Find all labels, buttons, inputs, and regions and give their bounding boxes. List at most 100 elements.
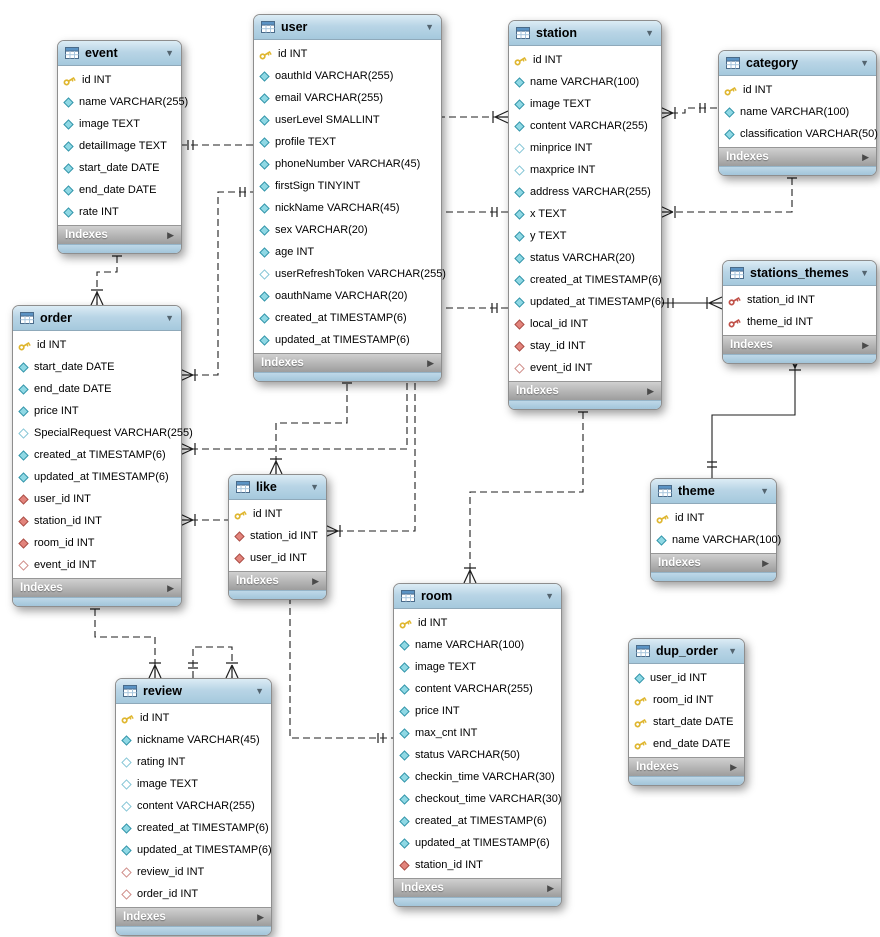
column-row-user-5[interactable]: phoneNumber VARCHAR(45)	[254, 153, 441, 175]
column-row-event-1[interactable]: name VARCHAR(255)	[58, 91, 188, 113]
column-row-theme-1[interactable]: name VARCHAR(100)	[651, 529, 781, 551]
column-row-review-6[interactable]: updated_at TIMESTAMP(6)	[116, 839, 272, 861]
collapse-arrow-icon[interactable]: ▼	[860, 57, 869, 68]
column-row-order-3[interactable]: price INT	[13, 400, 181, 422]
collapse-arrow-icon[interactable]: ▼	[165, 47, 174, 58]
column-row-review-8[interactable]: order_id INT	[116, 883, 271, 905]
indexes-footer-user[interactable]: Indexes▶	[254, 353, 441, 372]
collapse-arrow-icon[interactable]: ▼	[728, 645, 737, 656]
indexes-footer-stations_themes[interactable]: Indexes▶	[723, 335, 876, 354]
indexes-footer-dup_order[interactable]: Indexes▶	[629, 757, 744, 776]
column-row-user-8[interactable]: sex VARCHAR(20)	[254, 219, 441, 241]
column-row-user-1[interactable]: oauthId VARCHAR(255)	[254, 65, 441, 87]
column-row-station-12[interactable]: local_id INT	[509, 313, 661, 335]
column-row-event-2[interactable]: image TEXT	[58, 113, 181, 135]
column-row-station-8[interactable]: y TEXT	[509, 225, 661, 247]
column-row-room-2[interactable]: image TEXT	[394, 656, 561, 678]
column-row-user-2[interactable]: email VARCHAR(255)	[254, 87, 441, 109]
table-header-like[interactable]: like▼	[229, 475, 326, 500]
column-row-review-5[interactable]: created_at TIMESTAMP(6)	[116, 817, 271, 839]
column-row-user-11[interactable]: oauthName VARCHAR(20)	[254, 285, 441, 307]
column-row-review-3[interactable]: image TEXT	[116, 773, 271, 795]
collapse-arrow-icon[interactable]: ▼	[860, 267, 869, 278]
column-row-user-13[interactable]: updated_at TIMESTAMP(6)	[254, 329, 441, 351]
column-row-event-3[interactable]: detailImage TEXT	[58, 135, 181, 157]
table-header-theme[interactable]: theme▼	[651, 479, 776, 504]
expand-arrow-icon[interactable]: ▶	[762, 557, 769, 568]
column-row-order-2[interactable]: end_date DATE	[13, 378, 181, 400]
indexes-footer-room[interactable]: Indexes▶	[394, 878, 561, 897]
table-header-dup_order[interactable]: dup_order▼	[629, 639, 744, 664]
column-row-user-7[interactable]: nickName VARCHAR(45)	[254, 197, 441, 219]
collapse-arrow-icon[interactable]: ▼	[425, 21, 434, 32]
column-row-order-5[interactable]: created_at TIMESTAMP(6)	[13, 444, 181, 466]
expand-arrow-icon[interactable]: ▶	[862, 151, 869, 162]
column-row-user-10[interactable]: userRefreshToken VARCHAR(255)	[254, 263, 446, 285]
collapse-arrow-icon[interactable]: ▼	[165, 312, 174, 323]
rel-order-user[interactable]	[180, 191, 253, 376]
column-row-room-10[interactable]: updated_at TIMESTAMP(6)	[394, 832, 561, 854]
column-row-room-8[interactable]: checkout_time VARCHAR(30)	[394, 788, 562, 810]
rel-room-station[interactable]	[469, 401, 584, 583]
column-row-stations_themes-0[interactable]: station_id INT	[723, 289, 876, 311]
table-header-review[interactable]: review▼	[116, 679, 271, 704]
column-row-dup_order-0[interactable]: user_id INT	[629, 667, 744, 689]
indexes-footer-order[interactable]: Indexes▶	[13, 578, 181, 597]
column-row-review-4[interactable]: content VARCHAR(255)	[116, 795, 271, 817]
rel-stations-themes-theme[interactable]	[711, 355, 796, 478]
indexes-footer-theme[interactable]: Indexes▶	[651, 553, 776, 572]
column-row-station-6[interactable]: address VARCHAR(255)	[509, 181, 661, 203]
column-row-station-13[interactable]: stay_id INT	[509, 335, 661, 357]
column-row-order-8[interactable]: station_id INT	[13, 510, 181, 532]
collapse-arrow-icon[interactable]: ▼	[545, 590, 554, 601]
expand-arrow-icon[interactable]: ▶	[167, 582, 174, 593]
column-row-user-4[interactable]: profile TEXT	[254, 131, 441, 153]
column-row-room-6[interactable]: status VARCHAR(50)	[394, 744, 561, 766]
rel-order-event[interactable]	[96, 245, 118, 305]
column-row-like-0[interactable]: id INT	[229, 503, 326, 525]
column-row-category-1[interactable]: name VARCHAR(100)	[719, 101, 876, 123]
column-row-room-1[interactable]: name VARCHAR(100)	[394, 634, 561, 656]
column-row-event-0[interactable]: id INT	[58, 69, 181, 91]
expand-arrow-icon[interactable]: ▶	[647, 385, 654, 396]
column-row-user-12[interactable]: created_at TIMESTAMP(6)	[254, 307, 441, 329]
indexes-footer-station[interactable]: Indexes▶	[509, 381, 661, 400]
column-row-room-9[interactable]: created_at TIMESTAMP(6)	[394, 810, 561, 832]
collapse-arrow-icon[interactable]: ▼	[760, 485, 769, 496]
column-row-stations_themes-1[interactable]: theme_id INT	[723, 311, 876, 333]
expand-arrow-icon[interactable]: ▶	[427, 357, 434, 368]
table-header-order[interactable]: order▼	[13, 306, 181, 331]
column-row-station-11[interactable]: updated_at TIMESTAMP(6)	[509, 291, 665, 313]
indexes-footer-event[interactable]: Indexes▶	[58, 225, 181, 244]
column-row-event-6[interactable]: rate INT	[58, 201, 181, 223]
rel-station-category-2[interactable]	[660, 167, 793, 213]
column-row-dup_order-3[interactable]: end_date DATE	[629, 733, 744, 755]
collapse-arrow-icon[interactable]: ▼	[645, 27, 654, 38]
collapse-arrow-icon[interactable]: ▼	[310, 481, 319, 492]
table-header-event[interactable]: event▼	[58, 41, 181, 66]
column-row-category-2[interactable]: classification VARCHAR(50)	[719, 123, 878, 145]
column-row-station-0[interactable]: id INT	[509, 49, 661, 71]
column-row-room-7[interactable]: checkin_time VARCHAR(30)	[394, 766, 561, 788]
expand-arrow-icon[interactable]: ▶	[547, 882, 554, 893]
column-row-room-4[interactable]: price INT	[394, 700, 561, 722]
collapse-arrow-icon[interactable]: ▼	[255, 685, 264, 696]
column-row-category-0[interactable]: id INT	[719, 79, 876, 101]
column-row-order-1[interactable]: start_date DATE	[13, 356, 181, 378]
column-row-review-1[interactable]: nickname VARCHAR(45)	[116, 729, 271, 751]
column-row-station-4[interactable]: minprice INT	[509, 137, 661, 159]
column-row-order-7[interactable]: user_id INT	[13, 488, 181, 510]
column-row-order-6[interactable]: updated_at TIMESTAMP(6)	[13, 466, 181, 488]
rel-review-order[interactable]	[94, 598, 156, 678]
column-row-event-5[interactable]: end_date DATE	[58, 179, 181, 201]
